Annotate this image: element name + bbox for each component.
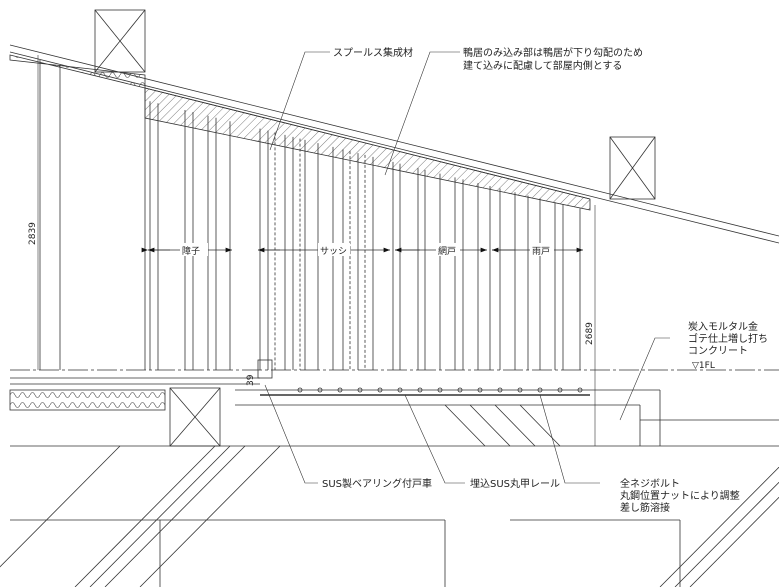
zone-shoji: 障子 (182, 245, 200, 257)
drawing-line (494, 404, 536, 447)
beam-right (609, 136, 656, 200)
dim-right-height: 2689 (585, 322, 595, 345)
left-wall (39, 60, 146, 370)
drawing-line (139, 445, 281, 587)
drawing-line (519, 404, 561, 447)
drawing-line (0, 445, 121, 568)
drawing-line (469, 404, 511, 447)
label-rail: 埋込SUS丸甲レール (470, 477, 560, 490)
label-bolt-3: 差し筋溶接 (620, 501, 670, 514)
label-mortar-1: 炭入モルタル金 (688, 320, 758, 333)
leaders (264, 51, 670, 484)
drawing-line (104, 445, 246, 587)
drawing-line (74, 445, 216, 587)
zone-storm-shutter: 雨戸 (532, 246, 550, 257)
label-spruce: スプールス集成材 (333, 46, 413, 59)
label-mortar-2: ゴテ仕上増し打ち (688, 332, 768, 345)
drawing-line (444, 404, 486, 447)
drawing-line (689, 496, 779, 587)
drawing-line (659, 466, 779, 587)
label-kamoi-2: 建て込みに配慮して部屋内側とする (463, 59, 622, 72)
drawing-line (89, 445, 231, 587)
dim-left-height: 2839 (28, 222, 38, 245)
floor (9, 359, 779, 587)
label-bolt-2: 丸鋼位置ナットにより調整 (620, 489, 740, 502)
dim-sill: 39 (246, 374, 256, 386)
door-panels (149, 101, 583, 393)
label-roller: SUS製ベアリング付戸車 (322, 477, 432, 490)
zone-screen: 網戸 (438, 245, 456, 257)
label-mortar-3: コンクリート (688, 345, 748, 357)
label-1fl: ▽1FL (692, 361, 715, 371)
ground-hatch (0, 404, 779, 587)
drawing-line (674, 481, 779, 587)
label-kamoi-1: 鴨居のみ込み部は鴨居が下り勾配のため (463, 46, 643, 59)
roof (9, 44, 779, 244)
zone-sash: サッシ (320, 246, 347, 257)
beam-left (94, 9, 146, 73)
label-bolt-1: 全ネジボルト (620, 477, 680, 490)
